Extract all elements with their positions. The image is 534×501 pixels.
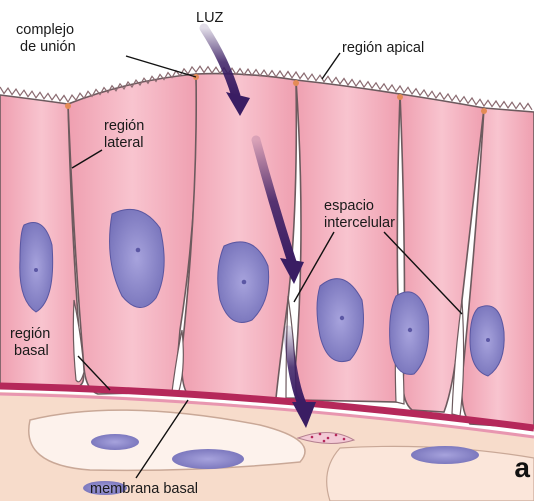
label-membrana-basal: membrana basal [90, 481, 198, 498]
connective-nucleus [411, 446, 479, 464]
leader-complejo [126, 56, 196, 77]
label-region-lateral-line2: lateral [104, 135, 144, 152]
label-complejo-union-line1: complejo [16, 22, 74, 39]
connective-nucleus [91, 434, 139, 450]
label-region-apical: región apical [342, 40, 424, 57]
label-complejo-union-line2: de unión [20, 39, 76, 56]
label-region-basal-line2: basal [14, 343, 49, 360]
leader-region-apical [322, 53, 340, 79]
label-luz: LUZ [196, 10, 223, 27]
label-espacio-line1: espacio [324, 198, 374, 215]
label-espacio-line2: intercelular [324, 215, 395, 232]
connective-nucleus [172, 449, 244, 469]
panel-letter: a [514, 452, 530, 484]
label-region-lateral-line1: región [104, 118, 144, 135]
label-region-basal-line1: región [10, 326, 50, 343]
nucleus [390, 292, 429, 375]
